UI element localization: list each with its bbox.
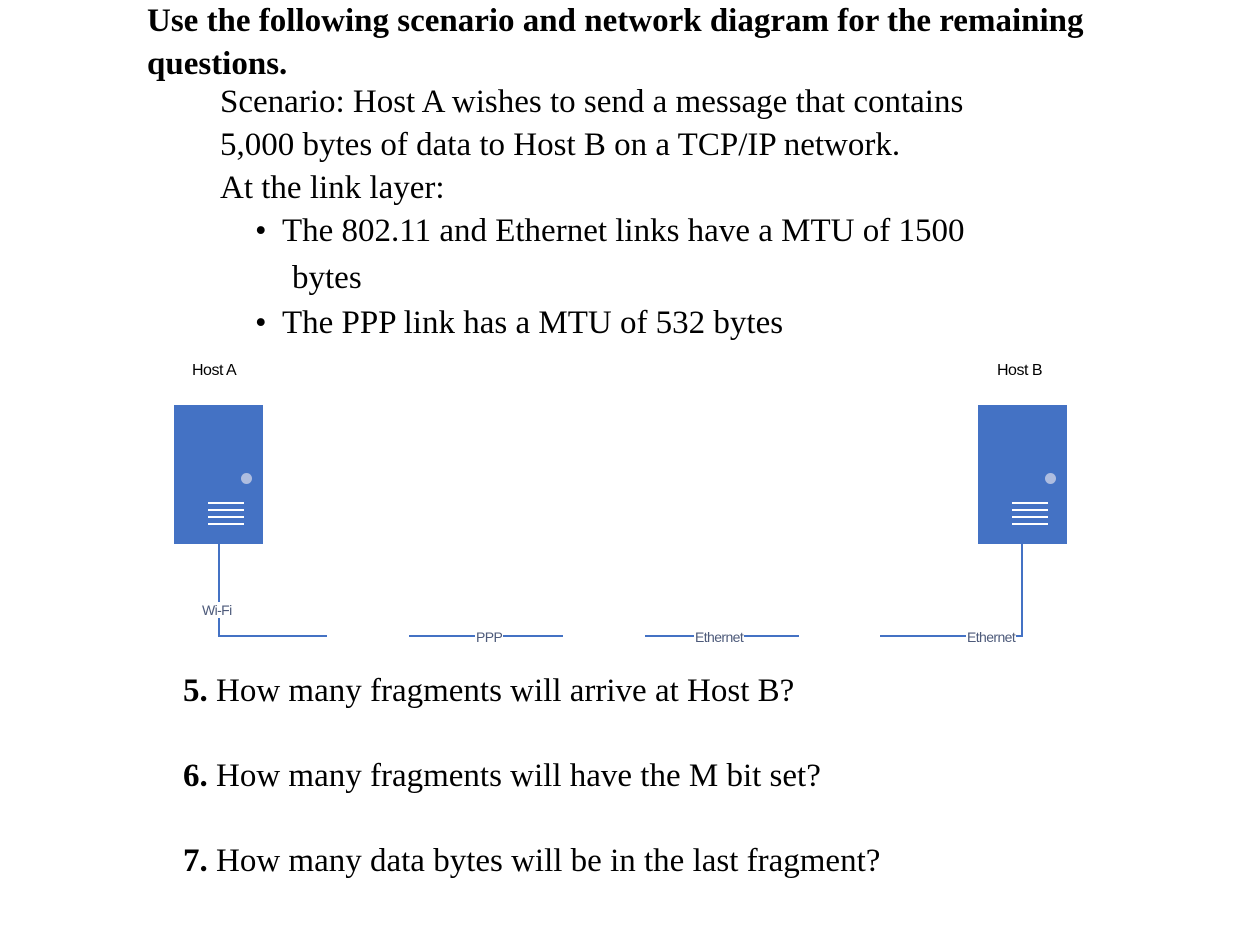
bullet-icon: • (255, 213, 267, 249)
question-6-number: 6. (183, 758, 208, 794)
bullet-item-1: • The 802.11 and Ethernet links have a MT… (255, 210, 964, 253)
host-a-label: Host A (192, 362, 237, 379)
scenario-line-3: At the link layer: (220, 170, 445, 206)
host-a-server-icon (174, 405, 263, 544)
scenario-line-1: Scenario: Host A wishes to send a messag… (220, 84, 964, 120)
host-b-drop-line (1021, 544, 1023, 637)
question-6: 6. How many fragments will have the M bi… (183, 755, 821, 798)
question-6-text: How many fragments will have the M bit s… (216, 758, 821, 794)
bullet-1-continuation: bytes (292, 260, 362, 296)
link-label-ethernet-1: Ethernet (694, 629, 745, 645)
bullet-icon: • (255, 305, 267, 341)
wifi-link-line (218, 635, 327, 637)
question-5: 5. How many fragments will arrive at Hos… (183, 670, 794, 713)
heading: Use the following scenario and network d… (147, 3, 1084, 82)
server-led-icon (241, 473, 252, 484)
host-b-label: Host B (997, 362, 1043, 379)
bullet-2-text: The PPP link has a MTU of 532 bytes (282, 305, 784, 341)
question-7-text: How many data bytes will be in the last … (216, 843, 881, 879)
server-led-icon (1045, 473, 1056, 484)
bullet-1-text: The 802.11 and Ethernet links have a MTU… (282, 213, 965, 249)
link-label-wifi: Wi-Fi (201, 602, 233, 618)
host-b-server-icon (978, 405, 1067, 544)
host-a-drop-line (218, 544, 220, 636)
question-5-text: How many fragments will arrive at Host B… (216, 673, 795, 709)
question-7: 7. How many data bytes will be in the la… (183, 840, 880, 883)
scenario-line-2: 5,000 bytes of data to Host B on a TCP/I… (220, 127, 901, 163)
bullet-item-2: • The PPP link has a MTU of 532 bytes (255, 302, 783, 345)
question-7-number: 7. (183, 843, 208, 879)
link-label-ethernet-2: Ethernet (966, 629, 1017, 645)
ethernet-link-line-2 (880, 635, 1023, 637)
question-5-number: 5. (183, 673, 208, 709)
link-label-ppp: PPP (475, 629, 504, 645)
